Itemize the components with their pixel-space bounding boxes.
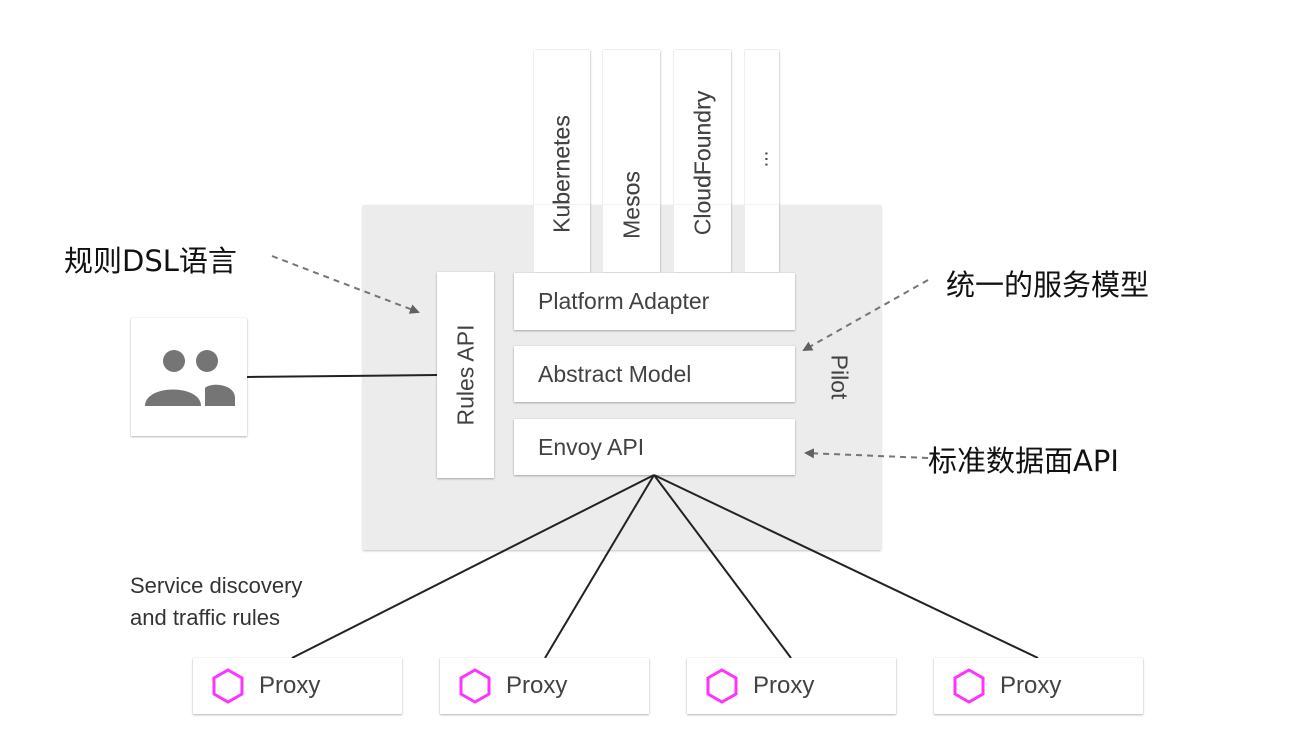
hexagon-icon [953,668,985,704]
service-discovery-annotation: Service discovery and traffic rules [130,570,302,634]
proxy-label: Proxy [753,672,815,699]
platform-label: Mesos [618,171,644,240]
pilot-label: Pilot [826,354,853,400]
platform-label: CloudFoundry [689,90,715,236]
rules-api-box: Rules API [437,272,494,478]
proxy-label: Proxy [1000,672,1062,699]
service-discovery-line2: and traffic rules [130,605,281,630]
hexagon-icon [459,668,491,704]
platform-label: ... [750,150,773,168]
platform-more-lower [745,205,779,272]
envoy-api-label: Envoy API [538,433,645,460]
platform-adapter-label: Platform Adapter [538,288,710,314]
service-discovery-line1: Service discovery [130,573,303,598]
hexagon-icon [706,668,738,704]
platform-mesos-lower: Mesos [603,172,660,272]
proxy-box: Proxy [934,658,1143,714]
users-box [131,318,247,436]
rules-dsl-annotation: 规则DSL语言 [64,244,237,278]
rules-api-label: Rules API [452,324,478,426]
hexagon-icon [212,668,244,704]
abstract-model-box: Abstract Model [514,346,795,402]
people-icon [145,350,235,406]
proxy-label: Proxy [506,672,568,699]
envoy-api-box: Envoy API [514,419,795,475]
platform-kubernetes-lower: Kubernetes [534,115,590,272]
abstract-model-label: Abstract Model [538,360,692,387]
proxy-box: Proxy [687,658,896,714]
proxy-box: Proxy [193,658,402,714]
platform-cloudfoundry-lower: CloudFoundry [674,91,731,272]
unified-model-annotation: 统一的服务模型 [946,268,1150,302]
platform-label: Kubernetes [548,115,575,234]
platform-adapter-box: Platform Adapter [514,273,795,330]
proxy-label: Proxy [259,672,321,699]
proxy-box: Proxy [440,658,649,714]
data-plane-api-annotation: 标准数据面API [928,444,1119,478]
